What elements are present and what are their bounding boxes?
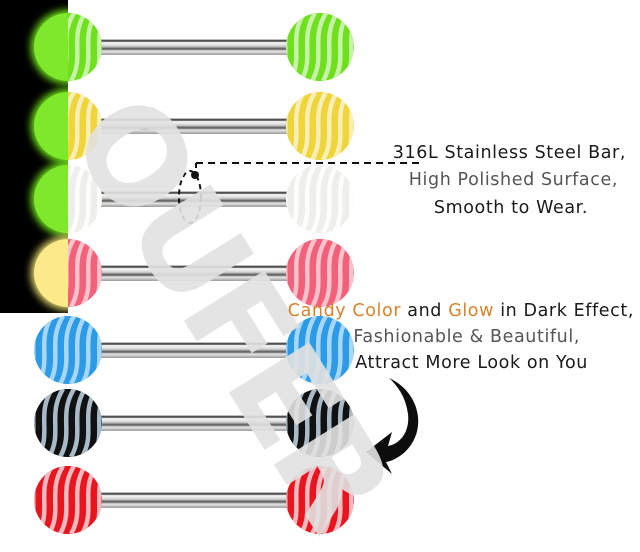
- spec-line-comfort: Smooth to Wear.: [433, 198, 588, 218]
- dashed-ellipse-rotation-icon: [178, 170, 202, 224]
- leader-line: [195, 162, 423, 172]
- barbell-pink: [31, 236, 354, 310]
- feature-line-style: Fashionable & Beautiful,: [353, 327, 580, 347]
- barbell-illustration: [31, 10, 423, 534]
- curved-arrow-icon: [366, 378, 419, 474]
- left-ball-glowing: [34, 13, 68, 81]
- steel-bar: [96, 415, 296, 431]
- feature-and: and: [401, 301, 449, 321]
- candy-color-highlight: Candy Color: [287, 301, 402, 321]
- spec-line-surface: High Polished Surface,: [408, 170, 618, 190]
- steel-bar: [96, 492, 296, 508]
- feature-line-effect: Candy Color and Glow in Dark Effect,: [288, 301, 634, 321]
- barbell-red: [34, 466, 354, 534]
- left-ball-glowing: [34, 165, 68, 233]
- glow-highlight: Glow: [448, 301, 495, 321]
- feature-dark-effect: in Dark Effect,: [494, 301, 634, 321]
- left-ball-glowing: [34, 92, 68, 160]
- steel-bar: [96, 39, 296, 55]
- steel-bar: [96, 191, 296, 207]
- steel-bar: [96, 342, 296, 358]
- spec-line-material: 316L Stainless Steel Bar,: [392, 143, 626, 163]
- left-ball-glowing: [34, 239, 68, 307]
- steel-bar: [96, 118, 296, 134]
- barbell-green: [31, 10, 354, 84]
- feature-line-appeal: Attract More Look on You: [355, 353, 588, 373]
- steel-bar: [96, 265, 296, 281]
